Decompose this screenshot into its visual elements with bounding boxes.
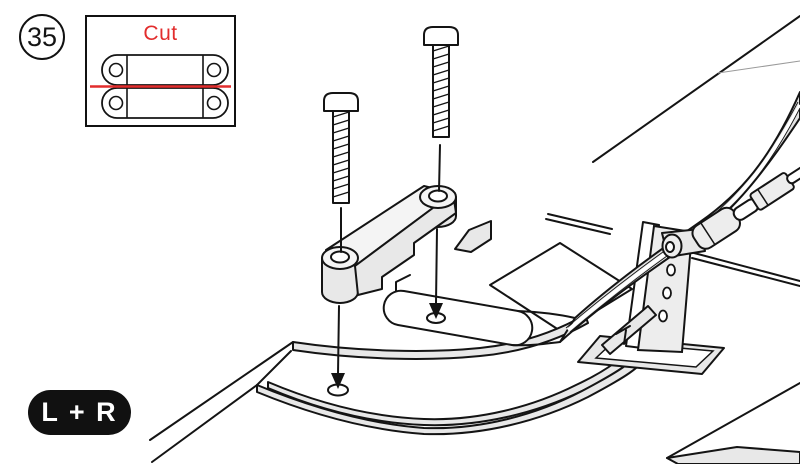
recess-channel-outline	[382, 289, 534, 347]
hinge-line-left-a	[547, 213, 613, 230]
notch-tab-right	[454, 220, 492, 253]
coupler-line	[757, 188, 769, 206]
left-right-badge: L + R	[28, 390, 131, 435]
hinge-line-right-b	[691, 257, 800, 287]
arrowhead-right	[429, 303, 443, 319]
strap-hole-bottom-left	[108, 95, 124, 111]
control-horn	[577, 221, 725, 375]
strap-hole-top-left	[108, 62, 124, 78]
screw-left-threads	[332, 111, 350, 198]
clamp-bar-hole-left	[330, 250, 350, 264]
guide-line-right-lower	[435, 228, 438, 304]
cut-label: Cut	[143, 22, 178, 45]
plate-corner-edge	[256, 350, 292, 386]
horn-gusset-steps	[615, 325, 631, 345]
clamp-bar-hole-right	[428, 189, 448, 203]
surface-tip-edge-lower	[151, 384, 258, 463]
strap-hole-bottom-right	[206, 95, 222, 111]
screw-right-threads	[432, 45, 450, 132]
hinge-line-left-b	[545, 218, 611, 235]
clamp-bar	[321, 185, 457, 304]
strap-hole-top-right	[206, 62, 222, 78]
step-number-badge: 35	[19, 14, 65, 60]
hinge-line-right-a	[693, 252, 800, 282]
rear-cutout-edge	[666, 382, 800, 459]
strap-rise-edge-bottom	[511, 341, 561, 347]
guide-line-right-upper	[438, 144, 441, 192]
rear-cutout-wedge	[666, 446, 800, 464]
pushrod-body	[691, 161, 800, 250]
screw-guide-lines	[331, 144, 443, 389]
strap-part-bottom	[101, 87, 229, 119]
pivot-hole	[665, 241, 675, 253]
surface-step-edge	[292, 314, 589, 360]
guide-line-left-lower	[337, 305, 340, 375]
left-right-label: L + R	[41, 397, 118, 427]
screw-right	[423, 26, 459, 138]
pushrod-tube	[786, 161, 800, 185]
strap-rise-edge-top	[517, 310, 576, 319]
horn-gusset	[601, 305, 657, 355]
horn-hole-3	[666, 263, 676, 277]
screw-right-head	[423, 26, 459, 46]
cut-callout-box: Cut	[85, 15, 236, 127]
surface-seam-line	[717, 60, 800, 74]
strap-part-top	[101, 54, 229, 86]
screw-left	[323, 92, 359, 204]
screw-left-head	[323, 92, 359, 112]
clevis-crimp-line	[700, 222, 716, 246]
step-number: 35	[26, 21, 58, 52]
horn-hole-1	[658, 309, 668, 323]
pushrod-linkage	[661, 161, 800, 259]
cut-part-diagram	[90, 54, 231, 119]
tailplane-surface-edges	[149, 15, 800, 464]
arrowhead-left	[331, 373, 345, 389]
horn-hole-2	[662, 286, 672, 300]
surface-far-edge	[592, 15, 800, 163]
surface-tip-edge-upper	[149, 341, 294, 441]
